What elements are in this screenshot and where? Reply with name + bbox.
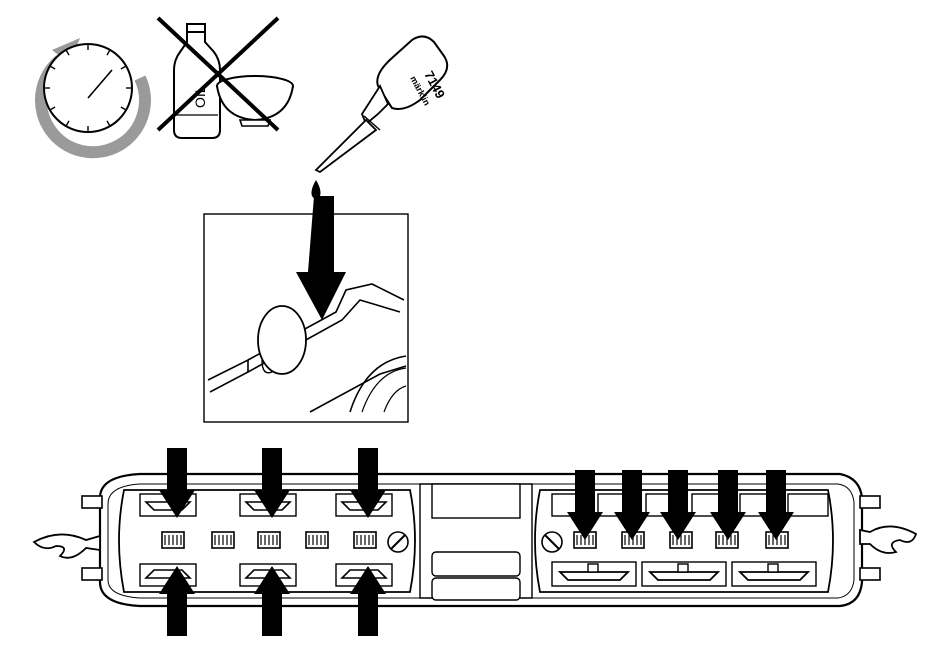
bogie-screw-left <box>388 532 408 552</box>
bogie-screw-right <box>542 532 562 552</box>
detail-inset-frame <box>204 214 408 422</box>
center-plate-top <box>432 484 520 518</box>
gauge-face <box>44 44 132 132</box>
holder-pin <box>768 564 778 572</box>
oil-bottle <box>174 30 220 138</box>
oiler-nozzle <box>316 120 376 172</box>
center-weight-upper <box>432 552 520 576</box>
oil-bottle-cap <box>187 24 205 32</box>
inset-gear-front <box>258 306 306 374</box>
coupler-right <box>860 526 916 553</box>
oil-bowl-body <box>217 86 293 120</box>
buffer-right-bottom <box>860 568 880 580</box>
buffer-left-top <box>82 496 102 508</box>
holder-bracket <box>560 572 628 580</box>
gear-block-left-1 <box>162 532 184 548</box>
holder-pin <box>588 564 598 572</box>
holder-bracket <box>740 572 808 580</box>
holder-pin <box>678 564 688 572</box>
maintenance-interval-icon <box>41 38 145 152</box>
buffer-right-top <box>860 496 880 508</box>
gear-block-left-4 <box>306 532 328 548</box>
no-oil-icon: OIL <box>158 18 293 138</box>
axle-holder-right-bottom-2 <box>642 562 726 586</box>
gear-block-left-3 <box>258 532 280 548</box>
lubricant-oiler-icon: märklin 7149 <box>312 36 449 199</box>
gear-block-left-5 <box>354 532 376 548</box>
coupler-left <box>34 534 100 557</box>
locomotive-underside <box>34 448 916 636</box>
detail-inset <box>204 196 408 422</box>
gear-block-left-2 <box>212 532 234 548</box>
axle-holder-right-top-6 <box>788 494 828 516</box>
axle-holder-right-bottom-3 <box>732 562 816 586</box>
center-weight-lower <box>432 578 520 600</box>
buffer-left-bottom <box>82 568 102 580</box>
axle-holder-right-bottom-1 <box>552 562 636 586</box>
holder-bracket <box>650 572 718 580</box>
